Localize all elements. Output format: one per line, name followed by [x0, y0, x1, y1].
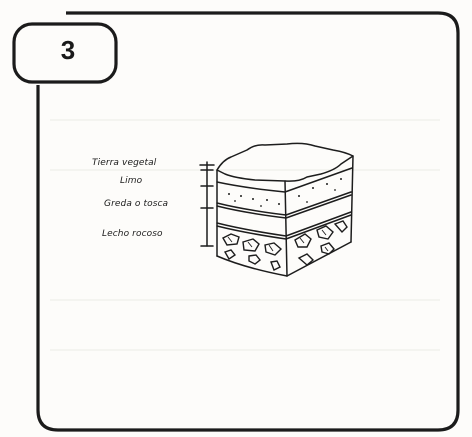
layer-line-3	[217, 212, 351, 236]
layer-label-topsoil: Tierra vegetal	[92, 158, 156, 168]
layer-line-2	[217, 192, 351, 215]
rock-hatching	[228, 230, 328, 251]
label-leader-lines	[190, 160, 220, 250]
step-number: 3	[40, 35, 96, 66]
layer-label-clay: Greda o tosca	[104, 199, 168, 209]
layer-label-silt: Limo	[120, 176, 142, 186]
soil-block-sketch	[195, 130, 365, 280]
layer-label-bedrock: Lecho rocoso	[102, 229, 163, 239]
